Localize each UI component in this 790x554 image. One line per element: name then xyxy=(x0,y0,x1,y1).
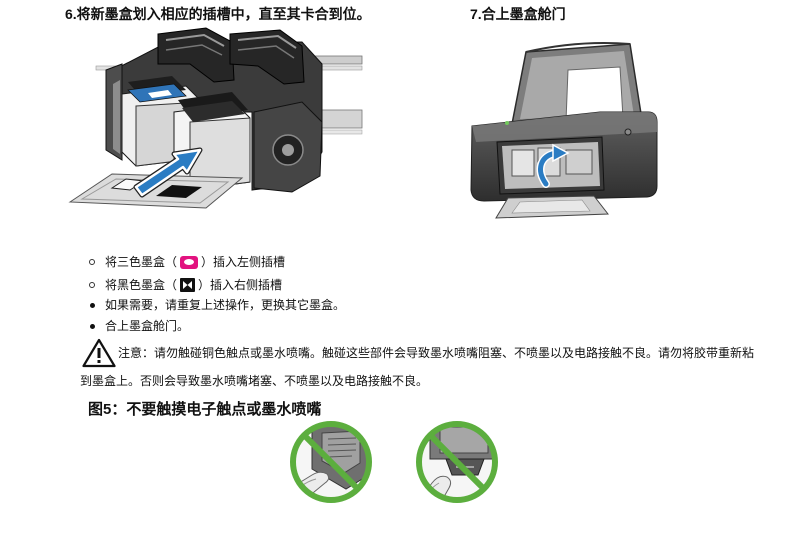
warning-icon xyxy=(82,338,116,368)
no-touch-contacts-icon xyxy=(290,421,372,503)
black-cartridge xyxy=(173,92,251,191)
hollow-bullet-icon xyxy=(89,259,95,265)
list-item: 将三色墨盒（ ）插入左侧插槽 xyxy=(89,253,285,271)
prohibition-circle xyxy=(416,421,498,503)
close-door-illustration xyxy=(470,42,658,219)
prohibition-slash xyxy=(301,432,361,492)
step-7-heading: 7.合上墨盒舱门 xyxy=(470,6,566,22)
power-button xyxy=(624,128,632,136)
item-text: 如果需要，请重复上述操作，更换其它墨盒。 xyxy=(105,298,346,312)
black-cartridge-icon xyxy=(180,278,196,292)
power-light xyxy=(505,121,509,125)
insert-arrow xyxy=(133,147,203,198)
filled-bullet-icon xyxy=(89,323,95,329)
close-door-arrow xyxy=(536,143,570,188)
item-text: 合上墨盒舱门。 xyxy=(105,319,190,333)
tricolor-icon-lens xyxy=(184,259,195,265)
hollow-bullet-icon xyxy=(89,282,95,288)
step-6-heading: 6.将新墨盒划入相应的插槽中，直至其卡合到位。 xyxy=(65,6,371,22)
item-text-before: 将黑色墨盒（ xyxy=(105,278,178,292)
carriage-gear xyxy=(253,101,323,193)
item-text-after: ）插入左侧插槽 xyxy=(201,255,286,269)
caution-text-line-2: 到墨盒上。否则会导致墨水喷嘴堵塞、不喷墨以及电路接触不良。 xyxy=(80,374,429,388)
prohibition-circle xyxy=(290,421,372,503)
item-text-after: ）插入右侧插槽 xyxy=(198,278,283,292)
list-item: 将黑色墨盒（ ）插入右侧插槽 xyxy=(89,276,282,294)
figure-caption: 图5：不要触摸电子触点或墨水喷嘴 xyxy=(88,401,322,418)
caution-text-line-1: 注意：请勿触碰铜色触点或墨水喷嘴。触碰这些部件会导致墨水喷嘴阻塞、不喷墨以及电路… xyxy=(118,346,755,360)
tricolor-cartridge-icon xyxy=(180,255,199,269)
carriage-latch-right xyxy=(229,29,305,85)
list-item: 如果需要，请重复上述操作，更换其它墨盒。 xyxy=(89,296,345,314)
insert-cartridge-illustration xyxy=(68,27,363,209)
cartridge-tray xyxy=(68,173,244,209)
output-tray xyxy=(495,195,609,219)
filled-bullet-icon xyxy=(89,302,95,308)
carriage-latch-left xyxy=(157,27,235,83)
no-touch-nozzles-icon xyxy=(416,421,498,503)
cartridge-door-opening xyxy=(496,136,605,195)
prohibition-slash xyxy=(427,432,487,492)
item-text-before: 将三色墨盒（ xyxy=(105,255,178,269)
list-item: 合上墨盒舱门。 xyxy=(89,317,189,335)
